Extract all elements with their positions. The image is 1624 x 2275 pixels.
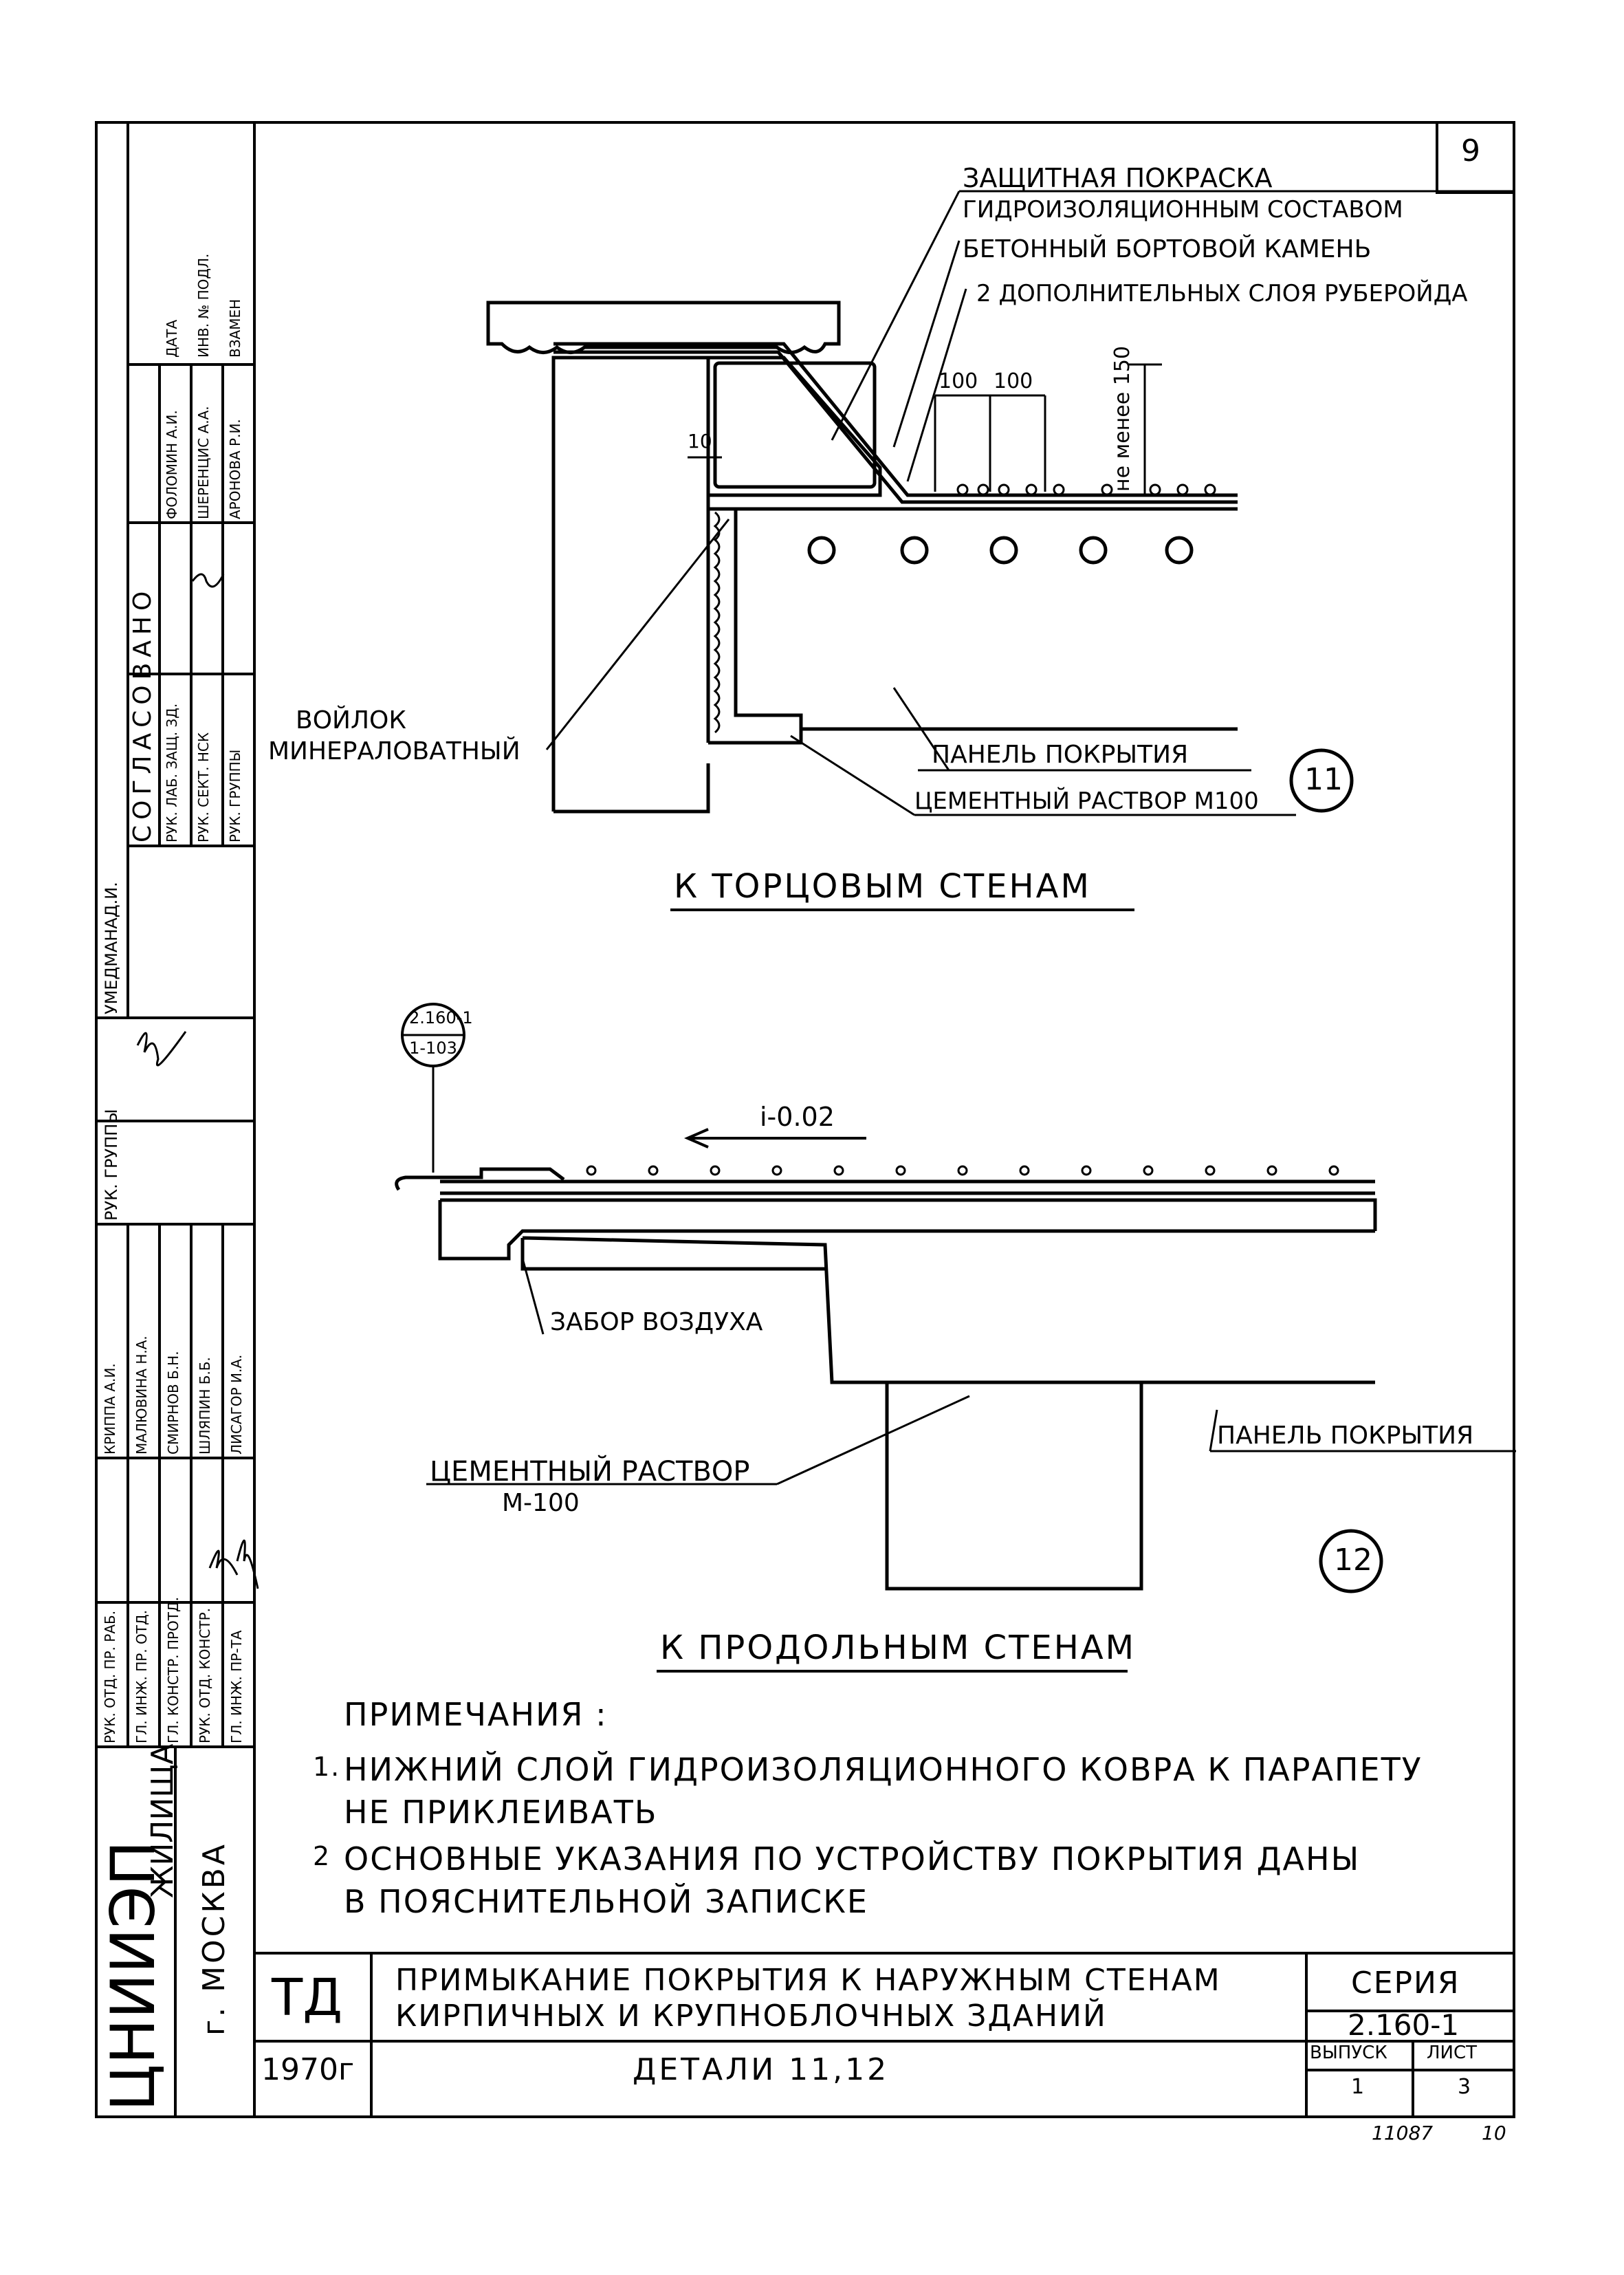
callout-mortar-12: ЦЕМЕНТНЫЙ РАСТВОР bbox=[430, 1456, 750, 1488]
note-2-number: 2 bbox=[313, 1841, 331, 1871]
group-head-name: УМЕДМАНАД.И. bbox=[102, 882, 121, 1014]
callout-panel-12: ПАНЕЛЬ ПОКРЫТИЯ bbox=[1217, 1422, 1474, 1450]
detail-marker-12-circle bbox=[1319, 1529, 1383, 1593]
archive-sheet: 10 bbox=[1482, 2122, 1506, 2144]
detail-marker-11-circle bbox=[1289, 748, 1354, 813]
note-1-line-1: НИЖНИЙ СЛОЙ ГИДРОИЗОЛЯЦИОННОГО КОВРА К П… bbox=[344, 1751, 1423, 1788]
title-line-2: КИРПИЧНЫХ И КРУПНОБЛОЧНЫХ ЗДАНИЙ bbox=[395, 1999, 1107, 2034]
note-2-line-1: ОСНОВНЫЕ УКАЗАНИЯ ПО УСТРОЙСТВУ ПОКРЫТИЯ… bbox=[344, 1840, 1361, 1877]
callout-curb-stone: БЕТОННЫЙ БОРТОВОЙ КАМЕНЬ bbox=[963, 235, 1372, 263]
sheet-corner-number: 9 bbox=[1461, 133, 1480, 168]
caption-detail-12: К ПРОДОЛЬНЫМ СТЕНАМ bbox=[660, 1629, 1137, 1667]
notes-heading: ПРИМЕЧАНИЯ : bbox=[344, 1696, 608, 1733]
section-ref-bottom: 1-103 bbox=[409, 1038, 457, 1058]
dim-min-150: не менее 150 bbox=[1110, 345, 1134, 492]
callout-mortar-12-grade: М-100 bbox=[502, 1489, 580, 1517]
agreed-name-2: ШЕРЕНЦИС А.А. bbox=[195, 406, 212, 519]
issue-label: ВЫПУСК bbox=[1310, 2043, 1387, 2063]
agreed-heading: СОГЛАСОВАНО bbox=[129, 585, 157, 842]
series-label: СЕРИЯ bbox=[1351, 1966, 1460, 2001]
sheet-value: 3 bbox=[1458, 2075, 1471, 2099]
role-3: ГЛ. КОНСТР. ПРОТД. bbox=[165, 1597, 182, 1743]
callout-air-intake: ЗАБОР ВОЗДУХА bbox=[550, 1308, 763, 1336]
agreed-name-1: ФОЛОМИН А.И. bbox=[164, 410, 180, 519]
name-5: ЛИСАГОР И.А. bbox=[228, 1354, 245, 1455]
archive-number: 11087 bbox=[1372, 2122, 1434, 2144]
caption-detail-11: К ТОРЦОВЫМ СТЕНАМ bbox=[674, 867, 1091, 906]
org-city: г. МОСКВА bbox=[197, 1842, 232, 2036]
agreed-col-2: РУК. СЕКТ. НСК bbox=[195, 732, 212, 842]
detail-marker-12: 12 bbox=[1334, 1543, 1372, 1578]
agreed-name-3: АРОНОВА Р.И. bbox=[227, 419, 243, 519]
agreed-col-3: РУК. ГРУППЫ bbox=[227, 749, 243, 842]
role-5: ГЛ. ИНЖ. ПР-ТА bbox=[228, 1630, 245, 1743]
callout-panel-11: ПАНЕЛЬ ПОКРЫТИЯ bbox=[932, 741, 1189, 769]
role-1: РУК. ОТД. ПР. РАБ. bbox=[102, 1610, 118, 1743]
year: 1970г bbox=[261, 2052, 355, 2087]
callout-protective-paint-2: ГИДРОИЗОЛЯЦИОННЫМ СОСТАВОМ bbox=[963, 196, 1403, 224]
dim-10: 10 bbox=[688, 430, 712, 453]
name-3: СМИРНОВ Б.Н. bbox=[165, 1351, 182, 1455]
callout-mortar-11: ЦЕМЕНТНЫЙ РАСТВОР М100 bbox=[914, 787, 1259, 815]
note-2-line-2: В ПОЯСНИТЕЛЬНОЙ ЗАПИСКЕ bbox=[344, 1883, 868, 1920]
name-4: ШЛЯПИН Б.Б. bbox=[197, 1357, 213, 1455]
agreed-col-1: РУК. ЛАБ. ЗАЩ. ЗД. bbox=[164, 703, 180, 842]
dim-100-a: 100 bbox=[939, 369, 978, 393]
role-2: ГЛ. ИНЖ. ПР. ОТД. bbox=[133, 1610, 150, 1743]
callout-felt: ВОЙЛОК bbox=[296, 706, 406, 734]
series-value: 2.160-1 bbox=[1348, 2008, 1460, 2042]
title-code: ТД bbox=[272, 1968, 343, 2027]
issue-value: 1 bbox=[1351, 2075, 1365, 2099]
name-2: МАЛЮВИНА Н.А. bbox=[133, 1336, 150, 1455]
signature-mark bbox=[136, 1031, 187, 1067]
dim-100-b: 100 bbox=[994, 369, 1033, 393]
title-line-1: ПРИМЫКАНИЕ ПОКРЫТИЯ К НАРУЖНЫМ СТЕНАМ bbox=[395, 1963, 1221, 1998]
org-suffix: ЖИЛИЩА bbox=[145, 1743, 180, 1898]
stamp-replace: ВЗАМЕН bbox=[227, 298, 243, 358]
stamp-inv: ИНВ. № ПОДЛ. bbox=[195, 253, 212, 358]
slope-label: i-0.02 bbox=[760, 1102, 835, 1132]
section-ref-top: 2.160-1 bbox=[409, 1008, 473, 1027]
callout-protective-paint: ЗАЩИТНАЯ ПОКРАСКА bbox=[963, 163, 1273, 193]
callout-roofing-layers: 2 ДОПОЛНИТЕЛЬНЫХ СЛОЯ РУБЕРОЙДА bbox=[976, 280, 1468, 307]
group-head-title: РУК. ГРУППЫ bbox=[102, 1109, 121, 1221]
note-1-number: 1. bbox=[313, 1752, 341, 1782]
note-1-line-2: НЕ ПРИКЛЕИВАТЬ bbox=[344, 1794, 658, 1831]
stamp-date: ДАТА bbox=[164, 319, 180, 358]
sheet-label: ЛИСТ bbox=[1427, 2043, 1478, 2063]
details-title: ДЕТАЛИ 11,12 bbox=[633, 2052, 890, 2087]
callout-felt-2: МИНЕРАЛОВАТНЫЙ bbox=[268, 737, 520, 765]
role-4: РУК. ОТД. КОНСТР. bbox=[197, 1607, 213, 1743]
name-1: КРИППА А.И. bbox=[102, 1363, 118, 1455]
detail-marker-11: 11 bbox=[1304, 762, 1343, 797]
